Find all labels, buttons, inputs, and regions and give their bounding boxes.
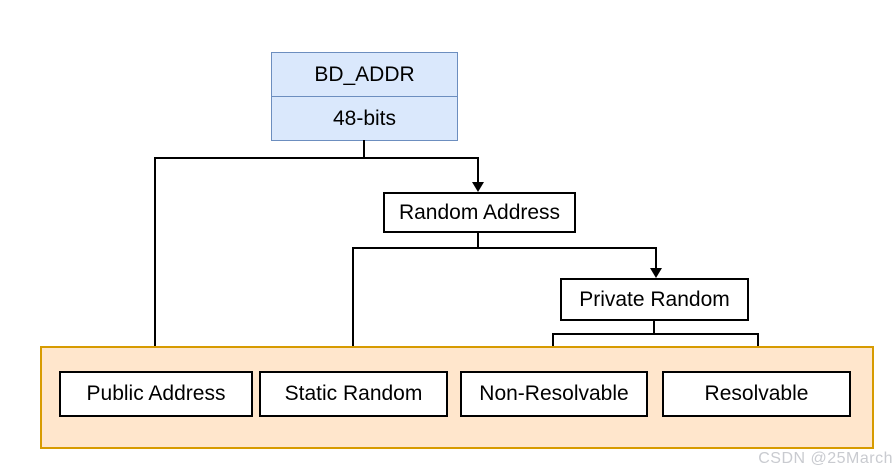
- connector-root-branch: [154, 157, 479, 159]
- node-public-address: Public Address: [59, 371, 253, 417]
- node-private-random: Private Random: [560, 278, 749, 321]
- watermark-text: CSDN @25March: [758, 450, 893, 467]
- node-resolvable: Resolvable: [662, 371, 851, 417]
- connector-private-branch: [552, 333, 759, 335]
- connector-to-public: [154, 157, 156, 362]
- arrowhead-random-icon: [472, 182, 484, 192]
- node-bd-addr-subtitle: 48-bits: [332, 106, 397, 130]
- connector-root-stub: [363, 140, 365, 159]
- connector-to-random: [477, 157, 479, 183]
- node-static-random: Static Random: [259, 371, 448, 417]
- connector-random-branch: [352, 247, 657, 249]
- connector-random-stub: [477, 232, 479, 249]
- node-bd-addr-title: BD_ADDR: [272, 53, 457, 97]
- node-non-resolvable: Non-Resolvable: [460, 371, 648, 417]
- arrowhead-private-icon: [650, 268, 662, 278]
- node-bd-addr: BD_ADDR 48-bits: [271, 52, 458, 141]
- connector-private-stub: [653, 320, 655, 335]
- node-random-address: Random Address: [383, 192, 576, 233]
- connector-to-private: [655, 247, 657, 269]
- connector-to-static: [352, 247, 354, 362]
